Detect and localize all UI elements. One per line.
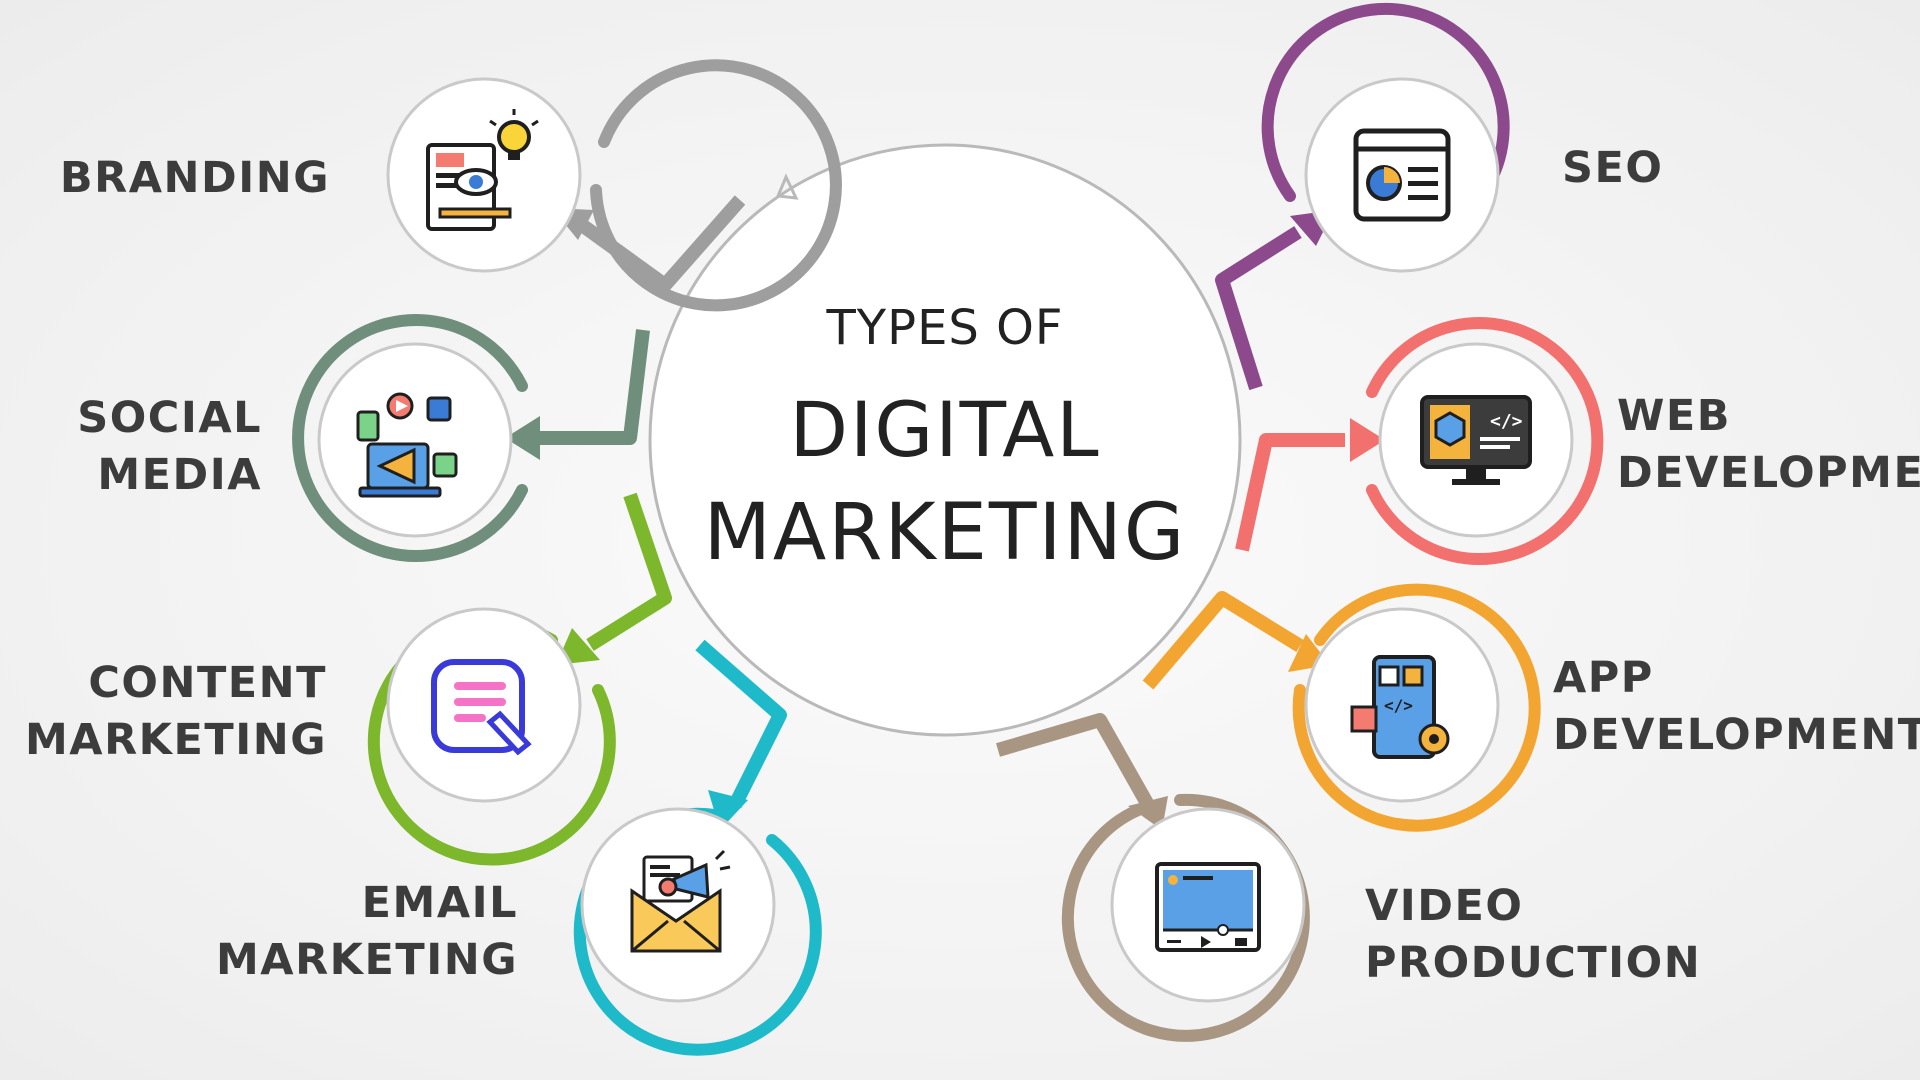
email-marketing-node [573, 639, 822, 1056]
web-development-arrowhead [1350, 418, 1385, 462]
label-app-development-line1: APP [1553, 653, 1654, 703]
label-video-production: VIDEO PRODUCTION [1365, 878, 1701, 992]
social-media-icon [356, 392, 458, 498]
center-arrow-head [775, 173, 799, 200]
email-marketing-connector [695, 639, 787, 809]
label-video-production-line1: VIDEO [1365, 881, 1524, 931]
app-development-connector [1142, 591, 1304, 690]
seo-icon [1353, 128, 1451, 222]
video-production-node [996, 713, 1310, 1042]
label-content-marketing-line1: CONTENT [88, 658, 327, 708]
label-email-marketing-line1: EMAIL [361, 878, 518, 928]
label-content-marketing: CONTENT MARKETING [25, 655, 327, 769]
social-media-node [292, 314, 650, 562]
social-media-connector [532, 329, 650, 445]
content-marketing-node [367, 492, 672, 866]
label-seo-line1: SEO [1562, 143, 1664, 193]
label-app-development-line2: DEVELOPMENT [1553, 710, 1920, 760]
label-content-marketing-line2: MARKETING [25, 715, 327, 765]
web-development-ring [1366, 317, 1604, 565]
content-marketing-icon [431, 659, 532, 756]
branding-node [386, 59, 842, 312]
label-web-development-line1: WEB [1617, 391, 1732, 441]
center-title-line1: TYPES OF [826, 300, 1064, 356]
social-media-inner-circle [317, 342, 513, 538]
app-development-node: </> [1142, 583, 1541, 832]
video-production-icon [1155, 862, 1261, 952]
app-development-icon: </> [1350, 655, 1450, 759]
email-marketing-inner-circle [580, 807, 776, 1003]
social-media-ring [292, 314, 528, 562]
label-email-marketing-line2: MARKETING [216, 935, 518, 985]
web-development-connector [1235, 433, 1345, 552]
label-video-production-line2: PRODUCTION [1365, 938, 1702, 988]
app-development-ring [1292, 583, 1541, 832]
label-social-media: SOCIAL MEDIA [77, 390, 262, 504]
web-development-icon: </> [1420, 395, 1532, 485]
seo-node [1215, 2, 1510, 391]
email-marketing-icon [630, 849, 731, 953]
svg-text:</>: </> [1490, 411, 1523, 432]
svg-text:</>: </> [1384, 696, 1413, 715]
label-social-media-line1: SOCIAL [77, 393, 262, 443]
label-seo: SEO [1562, 140, 1663, 197]
branding-icon [426, 109, 539, 231]
label-web-development: WEB DEVELOPMENT [1617, 388, 1920, 502]
label-branding-line1: BRANDING [59, 153, 330, 203]
center-circle-outline [648, 143, 1242, 737]
label-branding: BRANDING [60, 150, 330, 207]
branding-ring [590, 59, 842, 312]
label-social-media-line2: MEDIA [97, 450, 262, 500]
social-media-arrowhead [505, 416, 540, 460]
web-development-node: </> [1235, 317, 1604, 565]
video-production-connector [996, 713, 1155, 809]
label-app-development: APP DEVELOPMENT [1553, 650, 1920, 764]
seo-connector [1215, 226, 1302, 391]
center-title-line3: MARKETING [703, 488, 1187, 578]
center-circle [648, 143, 1242, 737]
label-web-development-line2: DEVELOPMENT [1617, 448, 1920, 498]
center-title-line2: DIGITAL [789, 385, 1101, 474]
label-email-marketing: EMAIL MARKETING [216, 875, 518, 989]
content-marketing-connector [586, 492, 672, 651]
